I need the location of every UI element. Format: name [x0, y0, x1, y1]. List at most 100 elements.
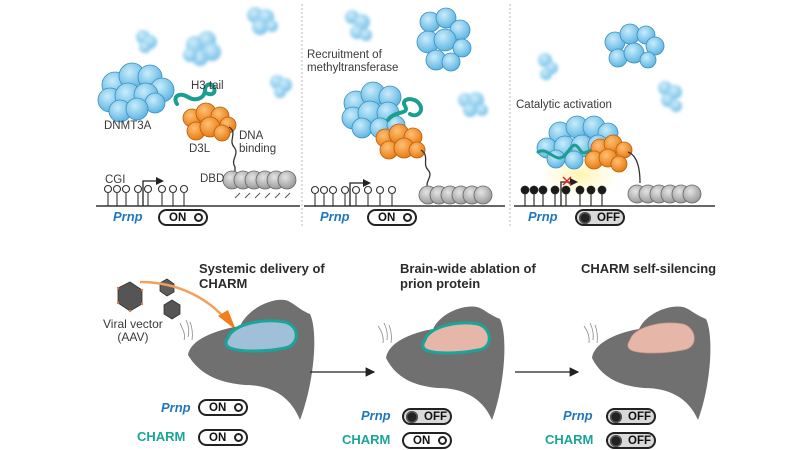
aav-particle [159, 278, 175, 297]
dnmt3a-activated [536, 115, 619, 170]
toggle-knob [610, 411, 622, 423]
d3l-label: D3L [189, 143, 211, 155]
dna-binding-line1: DNA [239, 130, 264, 142]
systemic-delivery-title: Systemic delivery of CHARM [199, 261, 325, 292]
panel1-floating-proteins [136, 7, 292, 98]
toggle-state-text: ON [169, 211, 187, 224]
aav-vector-particles [116, 278, 181, 320]
toggle-knob [234, 433, 243, 442]
vector-label-line1: Viral vector [103, 317, 163, 331]
charm-label: CHARM [137, 429, 186, 444]
vector-label-line2: (AAV) [117, 330, 149, 345]
linker [627, 151, 641, 184]
toggle-state-text: OFF [424, 410, 447, 423]
mouse-2 [377, 306, 505, 420]
dna-binding-line2: binding [239, 142, 277, 155]
h3-tail [536, 143, 602, 160]
mouse-head [592, 306, 711, 420]
dnmt3a-free-cluster [416, 7, 472, 72]
blurred-dnmt3a-cluster [136, 30, 157, 53]
toggle-state-text: OFF [628, 434, 651, 447]
title-line2: CHARM [199, 275, 248, 291]
cgi-unmethylated-sites [96, 184, 300, 207]
prnp-state-toggle: ON [367, 209, 417, 226]
dbd-domain [418, 185, 493, 205]
aav-particle [117, 281, 143, 312]
tss-arrow-blocked [560, 176, 578, 206]
gene-label-prnp: Prnp [161, 400, 191, 415]
prnp-state-toggle: OFF [402, 408, 452, 425]
caption-line1: Recruitment of [307, 49, 382, 61]
aav-particle [163, 299, 181, 320]
dnmt3a-protein [97, 62, 175, 123]
caption-line2: methyltransferase [307, 61, 399, 74]
title-line1: Brain-wide ablation of [400, 261, 536, 276]
brain-silenced [627, 322, 695, 354]
toggle-knob [234, 403, 243, 412]
catalytic-activation-caption: Catalytic activation [516, 99, 612, 111]
dna-binding-arrows [234, 192, 291, 199]
viral-vector-label: Viral vector (AAV) [103, 317, 163, 345]
blurred-dnmt3a-cluster [247, 7, 278, 35]
charm-state-toggle: ON [198, 429, 248, 446]
toggle-knob [194, 213, 203, 222]
d3l-protein [375, 123, 426, 160]
linker [228, 126, 237, 172]
toggle-knob [403, 213, 412, 222]
d3l-protein [182, 102, 237, 142]
mouse-3 [583, 306, 711, 420]
brain-ablated [421, 321, 491, 355]
toggle-knob [406, 411, 418, 423]
gene-label-prnp: Prnp [113, 209, 143, 224]
gene-label-prnp: Prnp [528, 209, 558, 224]
dnmt3a-label: DNMT3A [104, 120, 152, 132]
blurred-dnmt3a-cluster [458, 92, 488, 117]
panel2-floating-proteins [345, 10, 488, 117]
dnmt3a-recruited [341, 81, 406, 139]
charm-self-silencing-title: CHARM self-silencing [581, 261, 717, 276]
charm-state-toggle: ON [402, 432, 452, 449]
gene-label-prnp: Prnp [320, 209, 350, 224]
title-line2: prion protein [400, 275, 481, 291]
toggle-state-text: OFF [597, 211, 620, 224]
whiskers [583, 322, 598, 344]
dbd-domain [627, 184, 702, 204]
dbd-label: DBD [200, 173, 225, 185]
whiskers [179, 319, 193, 341]
dna-binding-label: DNA binding [239, 130, 276, 155]
toggle-knob [438, 436, 447, 445]
toggle-state-text: ON [209, 431, 227, 444]
recruitment-caption: Recruitment of methyltransferase [307, 49, 398, 74]
brain-wide-ablation-title: Brain-wide ablation of prion protein [400, 261, 536, 292]
cgi-label: CGI [105, 174, 126, 186]
prnp-state-toggle: ON [158, 209, 208, 226]
d3l-protein [584, 134, 633, 173]
h3-tail [173, 82, 217, 106]
toggle-state-text: ON [413, 434, 431, 447]
prnp-state-toggle: ON [198, 399, 248, 416]
toggle-knob [579, 212, 591, 224]
charm-label: CHARM [342, 432, 391, 447]
blocked-x-icon [562, 176, 572, 186]
mouse-head [386, 306, 505, 420]
gene-label-prnp: Prnp [361, 408, 391, 423]
cgi-methylated-sites [514, 185, 715, 207]
tss-arrow [142, 177, 164, 206]
toggle-state-text: ON [378, 211, 396, 224]
charm-state-toggle: OFF [606, 432, 656, 449]
h3-tail [386, 97, 423, 122]
tss-arrow [349, 179, 371, 206]
gene-label-prnp: Prnp [563, 408, 593, 423]
h3-tail-label: H3 tail [191, 80, 224, 92]
toggle-knob [610, 435, 622, 447]
prnp-state-toggle: OFF [575, 209, 625, 226]
blurred-dnmt3a-cluster [538, 53, 558, 80]
delivery-arrowhead [218, 310, 236, 330]
mouse-1 [179, 299, 315, 420]
blurred-dnmt3a-cluster [658, 81, 682, 112]
brain-transduced [224, 319, 298, 353]
whiskers [377, 322, 392, 344]
prnp-state-toggle: OFF [606, 408, 656, 425]
linker [420, 149, 431, 189]
title-line1: Systemic delivery of [199, 261, 325, 276]
